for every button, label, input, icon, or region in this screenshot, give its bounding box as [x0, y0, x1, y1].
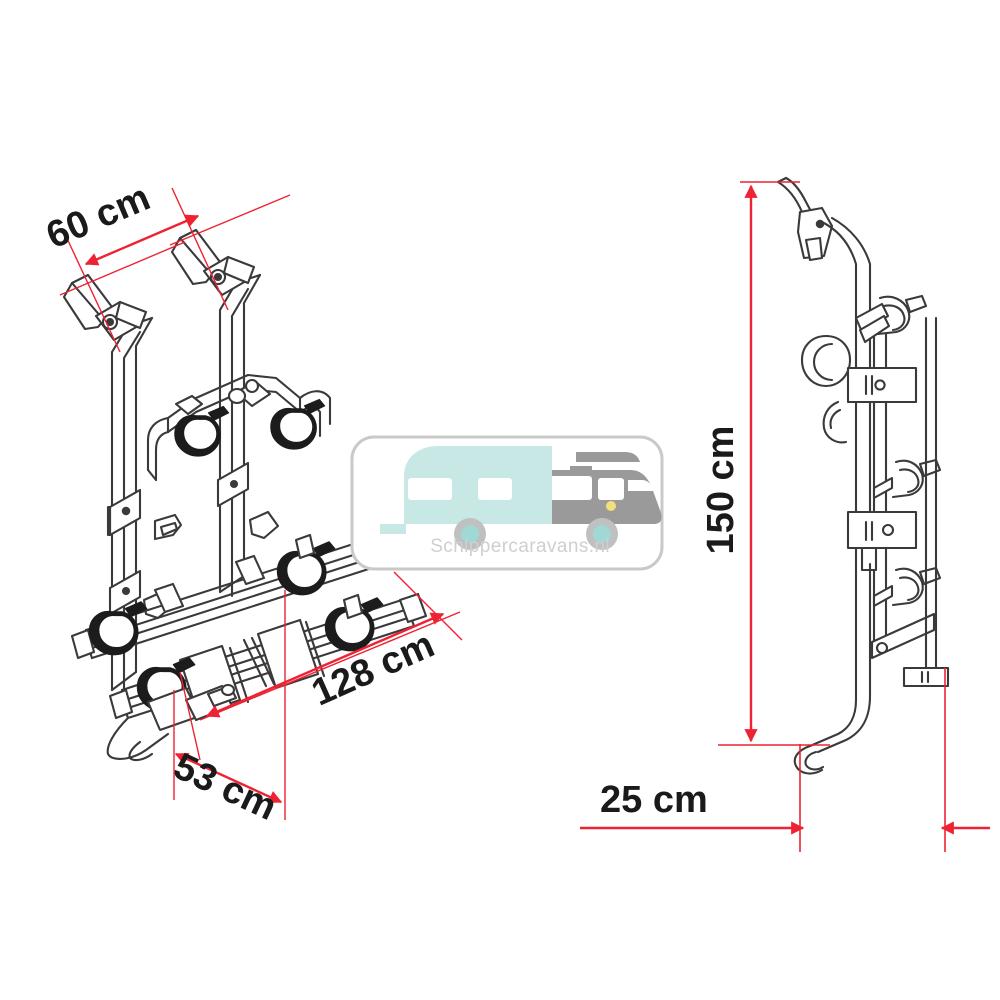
dimension-25cm: [580, 668, 990, 852]
watermark-van-windows: [548, 476, 654, 500]
dimension-150cm: [718, 181, 830, 746]
dimension-label-53cm: 53 cm: [167, 745, 282, 829]
watermark-caravan-windows: [408, 478, 512, 500]
dimension-label-150cm: 150 cm: [700, 426, 742, 555]
dimension-60cm: [59, 187, 291, 353]
dimension-lines-layer: [59, 181, 990, 852]
watermark-headlight: [606, 501, 616, 511]
watermark-caption: Schippercaravans.nl: [430, 536, 610, 557]
dimension-53cm: [173, 590, 286, 820]
dimension-label-60cm: 60 cm: [41, 177, 157, 258]
watermark-wheels: [454, 518, 618, 550]
dimension-128cm: [179, 571, 463, 761]
watermark-logo: Schippercaravans.nl: [350, 435, 664, 571]
side-profile-view: [776, 176, 950, 775]
dimension-label-25cm: 25 cm: [600, 779, 708, 821]
dimension-label-128cm: 128 cm: [306, 624, 441, 715]
